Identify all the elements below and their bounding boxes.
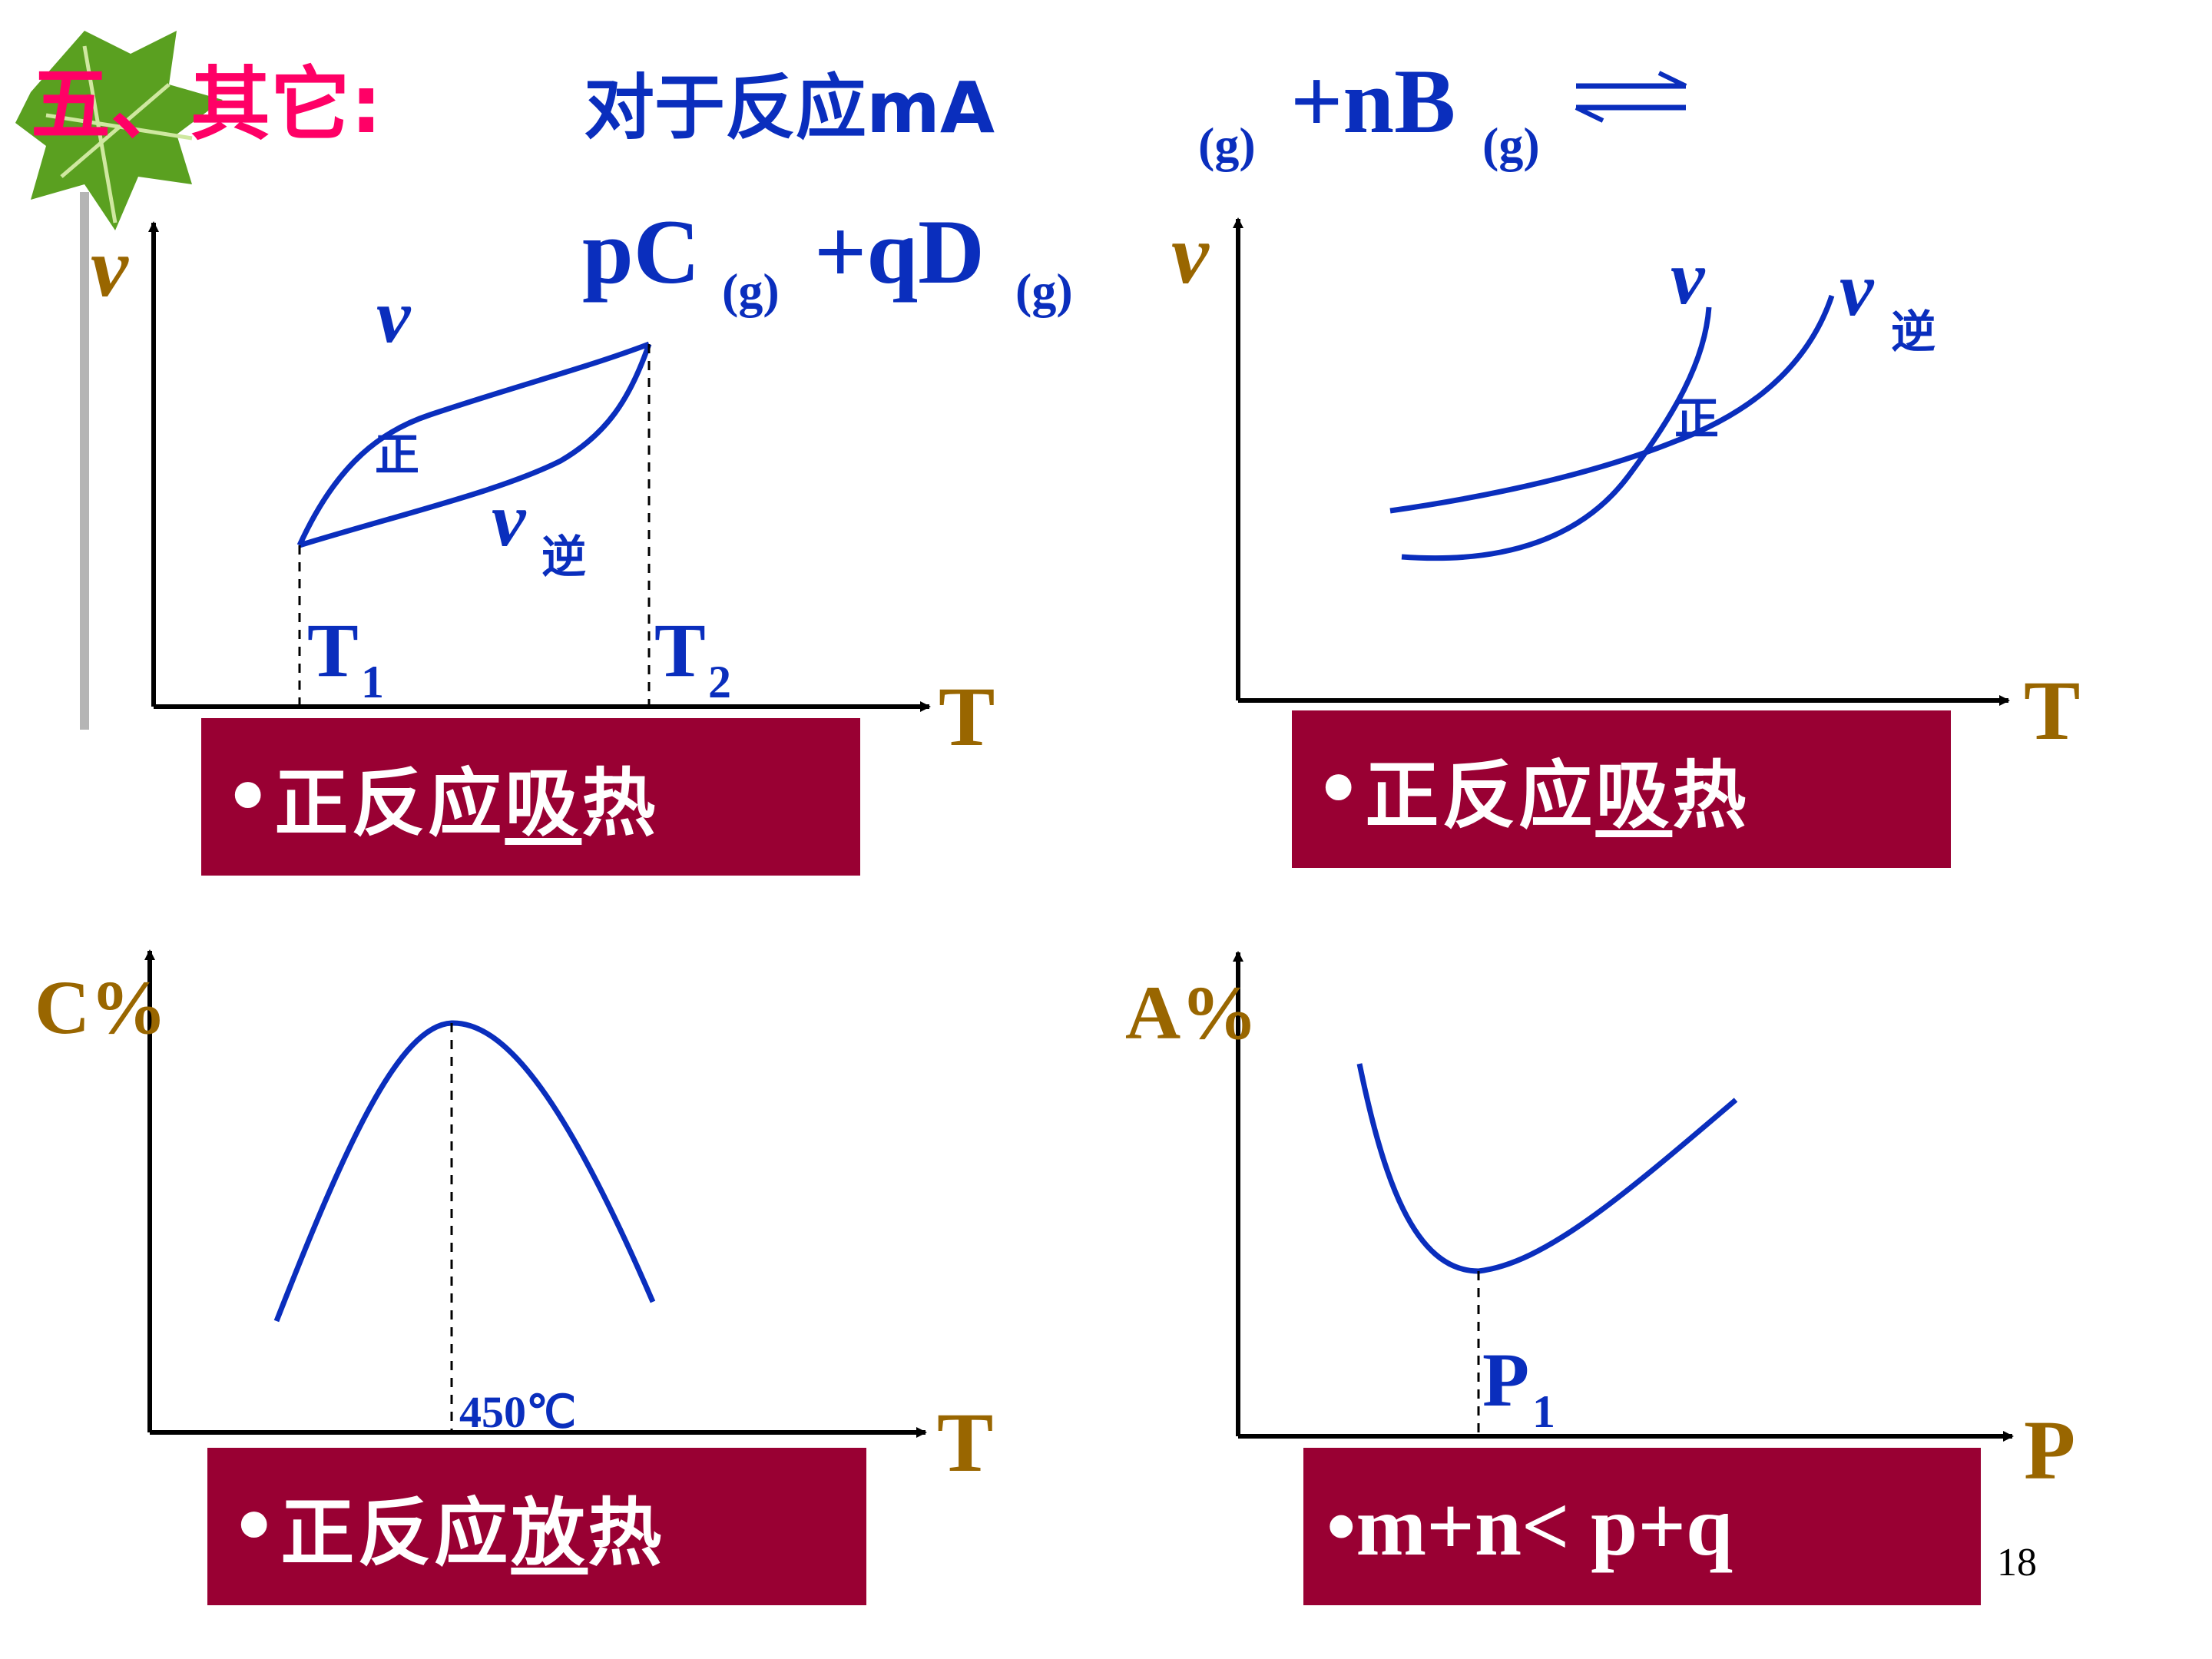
panel2-y-label: v [1171,207,1210,301]
panel-4-chart: A% P P 1 [1125,951,2075,1497]
panel2-ni: 逆 [1891,306,1936,358]
panel3-x-label: T [937,1396,993,1489]
title: 五、其它: 对于反应mA (g) +nB (g) pC (g) +qD (g) [31,50,1687,318]
panel1-box-post: 热 [581,760,659,846]
panel1-t1-sub: 1 [361,657,384,707]
panel2-box-underlined: 吸 [1595,753,1673,839]
panel1-zheng: 正 [375,429,419,481]
panel3-temp: 450℃ [459,1387,576,1437]
panel3-box-post: 热 [588,1490,665,1576]
panel2-v-label: v [1671,235,1706,320]
panel3-curve [273,1020,656,1323]
title-text: 对于反应mA [584,67,995,149]
panel2-v-label-2: v [1839,247,1875,332]
panel2-zheng: 正 [1674,392,1719,445]
panel1-conclusion: •正反应吸热 [201,718,860,876]
panel1-v-label: v [376,273,412,359]
panel3-conclusion: •正反应放热 [207,1448,866,1605]
title-sub-g2: (g) [1482,118,1540,172]
title-line2-qd: +qD [814,200,985,303]
panel1-ni: 逆 [541,531,586,583]
page-number: 18 [1997,1541,2037,1584]
panel1-forward-curve [296,341,651,547]
panel1-box-pre: 正反应 [274,760,505,846]
panel1-box-bullet: • [224,753,275,840]
title-sub-g1: (g) [1198,118,1256,172]
panel1-box-underlined: 吸 [505,760,582,846]
panel2-reverse-curve [1389,294,1835,514]
panel2-box-pre: 正反应 [1365,753,1596,839]
leaf-icon [15,31,223,730]
panel4-p1-sub: 1 [1532,1386,1555,1437]
title-section: 五、其它: [31,58,382,151]
panel1-reverse-curve [298,343,652,548]
panel3-box-bullet: • [230,1483,281,1570]
panel1-t1: T [307,608,359,693]
panel1-t2-sub: 2 [708,657,731,707]
panel2-forward-curve [1401,306,1712,561]
title-plus-nb: +nB [1290,50,1455,152]
panel4-curve [1356,1063,1738,1274]
panel1-t2: T [654,608,706,693]
panel4-y-label: A% [1125,970,1257,1055]
panel-2-chart: v T v 正 v 逆 [1171,207,2080,757]
title-line2-pc: pC [582,200,700,303]
panel2-conclusion: •正反应吸热 [1292,710,1951,868]
panel1-v-label-2: v [492,477,527,562]
title-sub-g3: (g) [722,263,780,318]
panel3-box-underlined: 放 [511,1490,588,1576]
panel2-box-bullet: • [1315,746,1366,833]
title-sub-g4: (g) [1015,263,1073,318]
panel1-y-label: v [91,220,129,314]
panel4-conclusion: •m+n< p+q [1303,1448,1981,1605]
panel3-y-label: C% [35,965,167,1050]
panel4-x-label: P [2024,1403,2075,1497]
panel-3-chart: C% T 450℃ [35,949,993,1489]
equilibrium-arrow-icon [1575,71,1687,123]
panel-1-chart: v T v 正 v 逆 T 1 T 2 [91,220,995,763]
panel4-p1: P [1482,1337,1529,1422]
panel2-box-post: 热 [1672,753,1750,839]
panel1-x-label: T [939,670,995,763]
panel2-x-label: T [2024,664,2080,757]
panel4-box-text: •m+n< p+q [1326,1479,1734,1573]
panel3-box-pre: 正反应 [280,1490,512,1576]
